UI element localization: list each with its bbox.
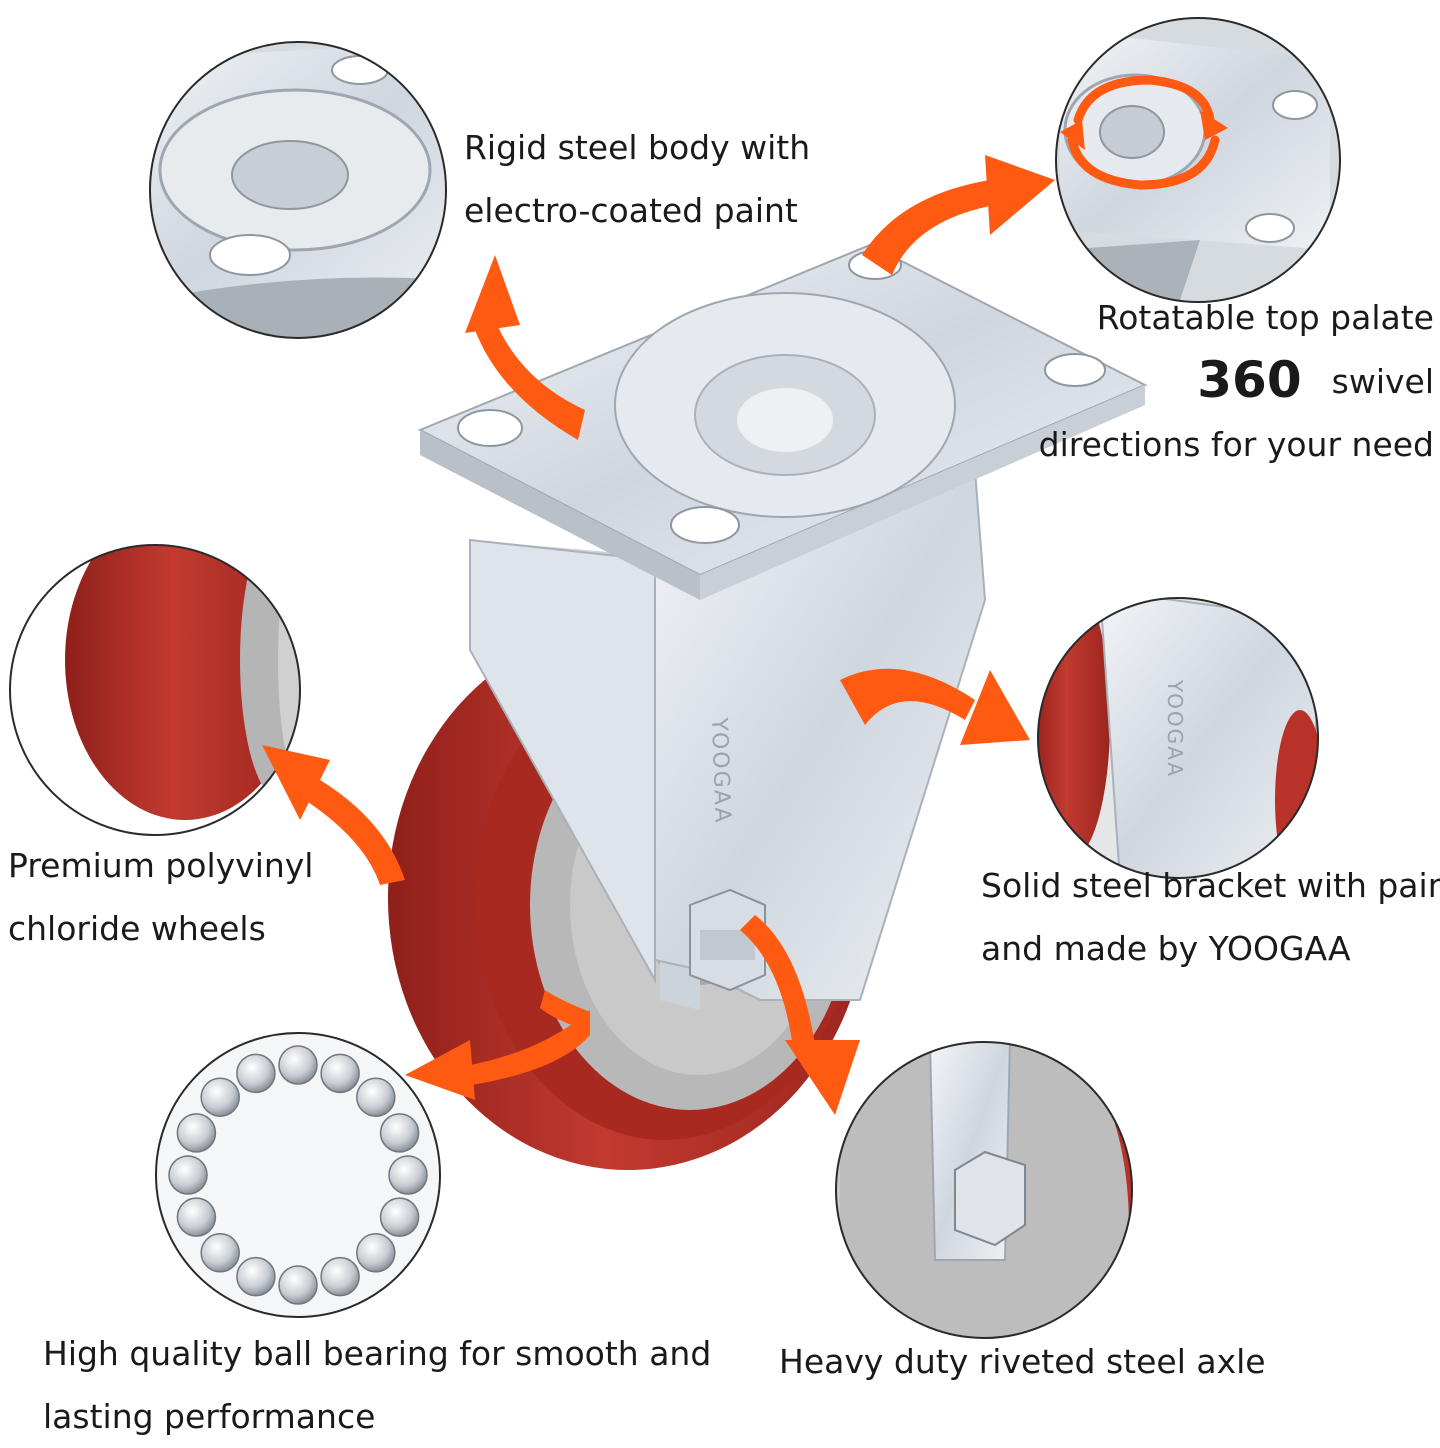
callout-arrow-icon: [862, 155, 1055, 275]
degrees-value: 360: [1197, 351, 1302, 409]
callout-top-plate-line2: 360 swivel: [1039, 349, 1434, 413]
bearing-ball: [278, 1265, 318, 1305]
callout-top-plate-line1: Rotatable top palate: [1096, 298, 1434, 337]
bearing-ball: [200, 1077, 240, 1117]
bearing-balls: [168, 1045, 428, 1305]
detail-circle-top-plate: [149, 41, 447, 339]
bracket-detail-brand-text: YOOGAA: [1163, 679, 1187, 778]
callout-bearing-line1: High quality ball bearing for smooth and: [43, 1334, 712, 1373]
callout-steel-body: Rigid steel body with electro-coated pai…: [464, 116, 810, 242]
callout-bearing-line2: lasting performance: [43, 1397, 376, 1436]
detail-circle-axle: [835, 1041, 1133, 1339]
bearing-ball: [236, 1053, 276, 1094]
caster-main: YOOGAA: [388, 243, 1148, 1170]
callout-wheels-line1: Premium polyvinyl: [8, 846, 314, 885]
callout-arrow-icon: [405, 990, 590, 1100]
callout-arrow-icon: [840, 668, 1030, 745]
bearing-ball: [356, 1077, 396, 1117]
detail-circle-bearing: [155, 1032, 441, 1318]
callout-top-plate-line3: directions for your need: [1038, 425, 1434, 464]
bearing-ball: [379, 1197, 420, 1237]
callout-top-plate: Rotatable top palate 360 swivel direction…: [1039, 286, 1434, 476]
bearing-ball: [168, 1155, 208, 1195]
bearing-ball: [320, 1053, 360, 1094]
bearing-ball: [320, 1256, 360, 1297]
callout-wheels-line2: chloride wheels: [8, 909, 266, 948]
callout-arrows: [262, 155, 1055, 1115]
detail-circle-wheel: [9, 544, 301, 836]
bracket-brand-text: YOOGAA: [706, 716, 735, 824]
swivel-text: swivel: [1331, 362, 1434, 401]
callout-arrow-icon: [465, 255, 585, 440]
callout-wheels: Premium polyvinyl chloride wheels: [8, 834, 313, 960]
bearing-ball: [278, 1045, 318, 1085]
callout-axle: Heavy duty riveted steel axle: [779, 1330, 1266, 1393]
rotation-arrows-icon: [1060, 75, 1228, 190]
bearing-ball: [236, 1256, 276, 1297]
callout-steel-body-line2: electro-coated paint: [464, 191, 798, 230]
bearing-ball: [176, 1113, 217, 1153]
bearing-ball: [388, 1155, 428, 1195]
callout-axle-line1: Heavy duty riveted steel axle: [779, 1342, 1266, 1381]
callout-arrow-icon: [262, 745, 405, 885]
callout-bracket-line2: and made by YOOGAA: [981, 929, 1351, 968]
top-plate: [417, 243, 1148, 600]
bearing-ball: [200, 1233, 240, 1273]
bearing-ball: [176, 1197, 217, 1237]
callout-steel-body-line1: Rigid steel body with: [464, 128, 811, 167]
callout-arrow-icon: [740, 915, 860, 1115]
callout-bracket: Solid steel bracket with paint and made …: [981, 854, 1440, 980]
detail-circle-bracket: YOOGAA: [1037, 597, 1319, 879]
callout-bearing: High quality ball bearing for smooth and…: [43, 1322, 711, 1448]
bearing-ball: [379, 1113, 420, 1153]
callout-bracket-line1: Solid steel bracket with paint: [981, 866, 1440, 905]
detail-circle-rotation: [1055, 17, 1341, 303]
bearing-ball: [356, 1233, 396, 1273]
